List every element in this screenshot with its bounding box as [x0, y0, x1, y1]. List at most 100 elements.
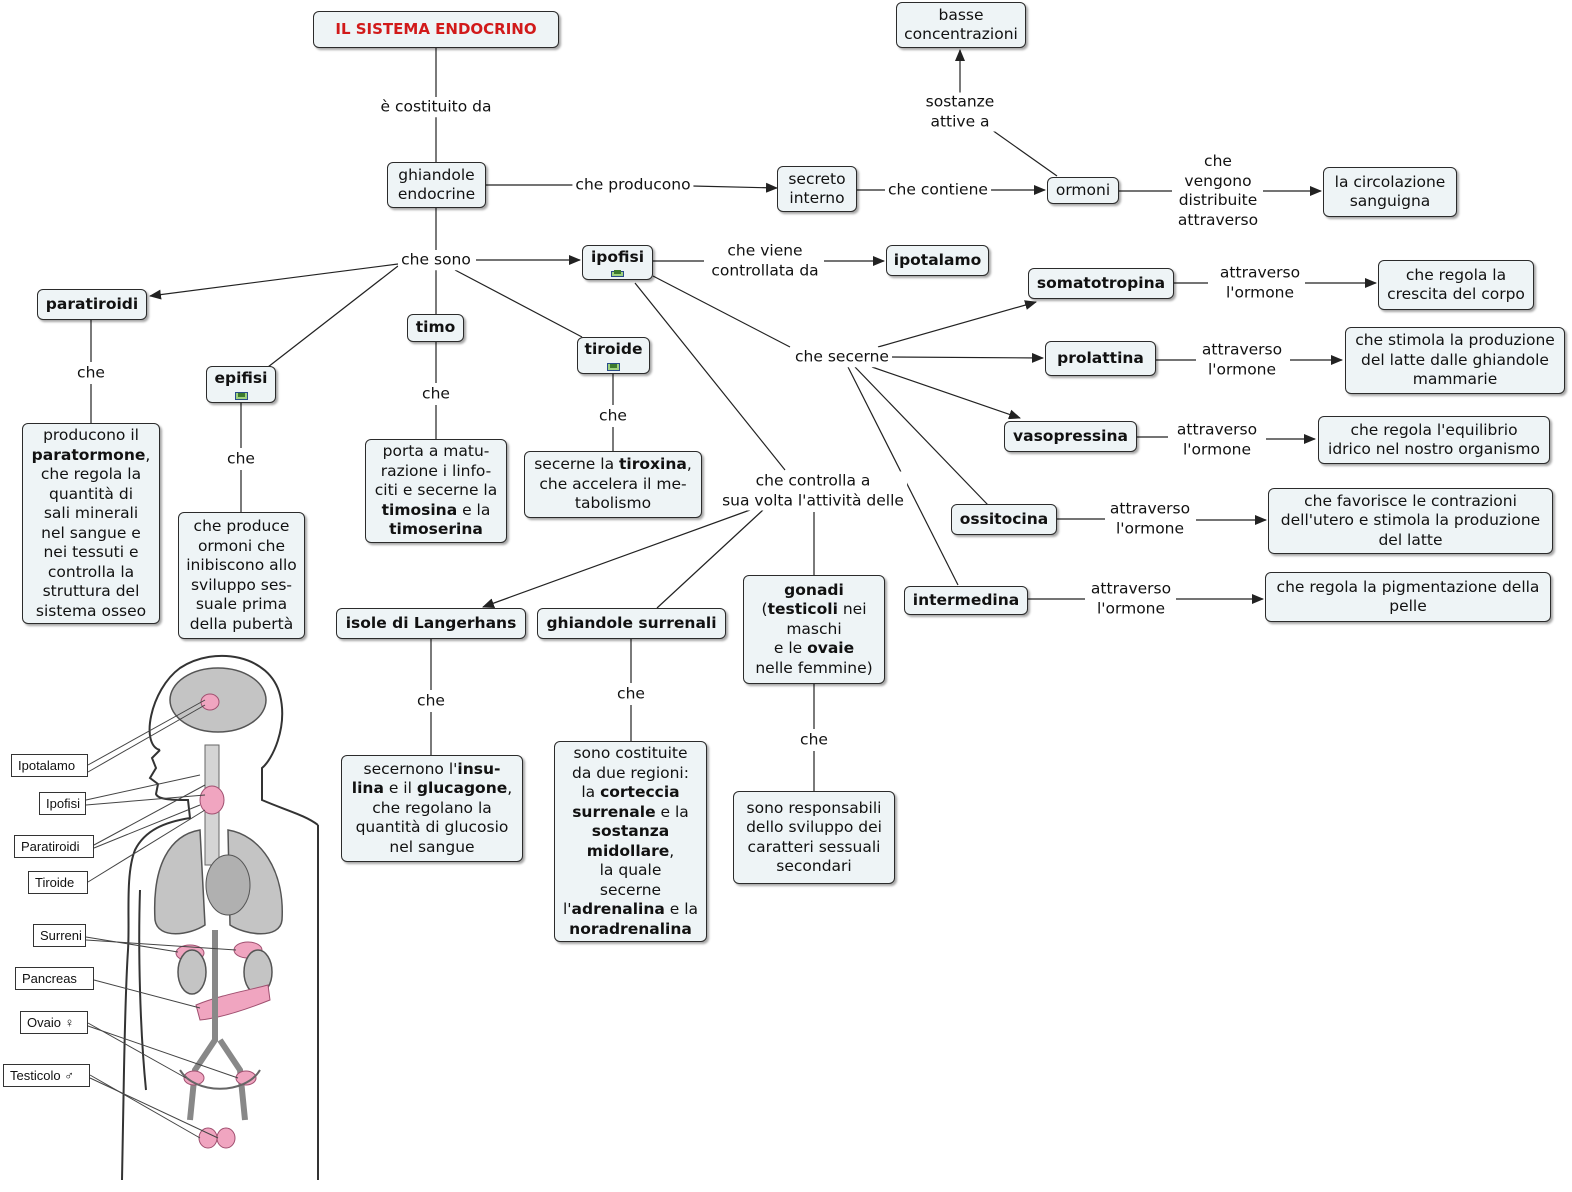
text-line: l'ormone — [1096, 599, 1166, 617]
text-line: sono costituite — [573, 744, 688, 762]
text-line: controllata da — [711, 261, 819, 279]
text-line: che regola l'equilibrio — [1350, 420, 1518, 439]
connector-arrow — [889, 352, 1044, 363]
text-line: isole di Langerhans — [345, 613, 517, 632]
label-che-timo: che — [419, 384, 453, 404]
vasopressina-node[interactable]: vasopressina — [1004, 421, 1137, 452]
text-line: paratiroidi — [45, 294, 139, 313]
prolattina-node[interactable]: prolattina — [1045, 341, 1156, 376]
text-line: caratteri sessuali — [747, 837, 881, 856]
image-attachment-icon[interactable] — [234, 391, 248, 400]
text-line: che controlla a — [755, 471, 871, 490]
text-line: la corteccia — [581, 783, 680, 801]
surrenali-node[interactable]: ghiandole surrenali — [537, 608, 726, 639]
text-line: che — [599, 406, 627, 425]
connector-line — [652, 275, 791, 348]
timo-node[interactable]: timo — [407, 314, 464, 342]
text-line: concentrazioni — [904, 25, 1018, 43]
text-line: che — [1204, 152, 1232, 170]
text-line: che — [417, 691, 445, 710]
text-line: somatotropina — [1036, 273, 1166, 292]
text-line: l'adrenalina e la — [562, 900, 699, 918]
figure-label-pancreas: Pancreas — [15, 967, 94, 990]
text-line: sanguigna — [1349, 192, 1431, 210]
text-line: endocrine — [397, 185, 476, 203]
text-line: intermedina — [912, 590, 1020, 609]
text-line: gonadi — [784, 580, 844, 599]
text-line: sostanza — [591, 822, 670, 840]
text-line: ghiandole — [398, 165, 475, 184]
figure-label-tiroide: Tiroide — [28, 871, 88, 894]
text-line: sostanze — [925, 92, 995, 111]
text-line: che contiene — [888, 180, 988, 199]
text-line: vengono — [1184, 171, 1252, 190]
langerhans-node[interactable]: isole di Langerhans — [336, 608, 526, 639]
text-line: attraverso — [1090, 579, 1172, 598]
root-node[interactable]: IL SISTEMA ENDOCRINO — [313, 11, 559, 48]
figure-label-ovaio: Ovaio ♀ — [20, 1011, 88, 1034]
text-line: quantità di glucosio — [355, 818, 509, 837]
text-line: sistema osseo — [35, 601, 147, 620]
ipofisi-node[interactable]: ipofisi — [582, 245, 653, 280]
connector-arrow — [482, 509, 751, 608]
text-line: nel sangue e — [41, 523, 141, 542]
image-attachment-icon[interactable] — [611, 270, 624, 277]
text-line: ossitocina — [959, 509, 1049, 528]
label-che-sono: che sono — [398, 250, 474, 270]
ormoni-node[interactable]: ormoni — [1047, 177, 1119, 204]
label-che-secerne: che secerne — [792, 347, 892, 367]
text-line: del latte dalle ghiandole — [1361, 350, 1549, 369]
label-che-langerhans: che — [414, 691, 448, 711]
ipotalamo-node[interactable]: ipotalamo — [886, 245, 989, 276]
somatotropina-node[interactable]: somatotropina — [1028, 268, 1174, 299]
text-line: attive a — [930, 112, 990, 130]
text-line: che — [800, 730, 828, 749]
langerhans-description[interactable]: secernono l'insu-lina e il glucagone,che… — [341, 755, 523, 862]
text-line: timoserina — [389, 520, 483, 539]
text-line: e le ovaie — [773, 639, 855, 658]
tiroide-description[interactable]: secerne la tiroxina,che accelera il me-t… — [524, 451, 702, 518]
ossitocina-node[interactable]: ossitocina — [951, 504, 1057, 535]
text-line: che regola la — [40, 465, 142, 483]
tiroide-node[interactable]: tiroide — [577, 337, 650, 374]
label-che-contiene: che contiene — [885, 180, 991, 200]
figure-label-testicolo: Testicolo ♂ — [3, 1064, 90, 1087]
timo-description[interactable]: porta a matu-razione i linfo-citi e sece… — [365, 439, 507, 543]
text-line: l'ormone — [1115, 519, 1185, 537]
text-line: la circolazione — [1334, 172, 1446, 191]
text-line: da due regioni: — [572, 763, 689, 782]
figure-label-ipofisi: Ipofisi — [39, 792, 86, 815]
figure-label-paratiroidi: Paratiroidi — [14, 835, 94, 858]
text-line: che — [77, 363, 105, 382]
text-line: vasopressina — [1013, 426, 1128, 445]
text-line: ipofisi — [590, 248, 645, 266]
label-costituito-da: è costituito da — [377, 97, 495, 117]
connector-line — [991, 129, 1058, 177]
text-line: che producono — [575, 175, 691, 194]
text-line: struttura del — [42, 582, 140, 600]
intermedina-node[interactable]: intermedina — [904, 586, 1028, 615]
image-attachment-icon[interactable] — [607, 362, 620, 371]
paratiroidi-node[interactable]: paratiroidi — [37, 289, 147, 320]
epifisi-node[interactable]: epifisi — [206, 366, 276, 403]
text-line: distribuite — [1178, 191, 1258, 209]
text-line: l'ormone — [1182, 440, 1252, 458]
